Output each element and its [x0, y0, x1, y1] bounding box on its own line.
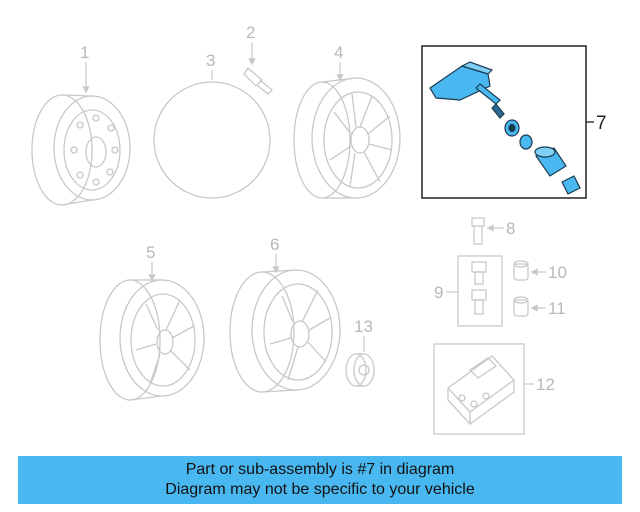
callout-3: 3 — [206, 51, 215, 70]
notice-vehicle-disclaimer: Diagram may not be specific to your vehi… — [165, 481, 475, 498]
callout-12: 12 — [536, 375, 555, 394]
part-8-lug-bolt[interactable] — [471, 217, 485, 245]
valve-cap — [561, 175, 581, 195]
part-2-valve-stem[interactable] — [243, 67, 273, 95]
part-9-wheel-lock-set[interactable] — [457, 255, 503, 327]
part-7-tpms-sensor-kit[interactable] — [421, 45, 587, 199]
notice-part-reference: Part or sub-assembly is #7 in diagram — [185, 461, 455, 478]
part-4-alloy-wheel[interactable] — [293, 77, 401, 199]
callout-1: 1 — [80, 43, 89, 62]
callout-13: 13 — [354, 317, 373, 336]
callout-6: 6 — [270, 235, 279, 254]
parts-diagram: 1 2 3 4 — [31, 23, 607, 435]
callout-7: 7 — [596, 113, 607, 134]
washer — [519, 134, 533, 150]
part-12-tool-kit[interactable] — [433, 343, 525, 435]
part-6-alloy-wheel[interactable] — [229, 269, 341, 393]
callout-5: 5 — [146, 243, 155, 262]
part-1-steel-wheel[interactable] — [31, 94, 131, 206]
part-13-center-cap[interactable] — [345, 353, 375, 387]
part-11-lug-nut[interactable] — [513, 296, 529, 317]
part-10-lug-nut[interactable] — [513, 260, 529, 281]
callout-10: 10 — [548, 263, 567, 282]
callout-11: 11 — [548, 299, 566, 318]
part-7-box — [421, 45, 587, 199]
part-3-tire[interactable] — [153, 81, 271, 199]
diagram-notice-banner: Part or sub-assembly is #7 in diagram Di… — [18, 456, 622, 504]
callout-8: 8 — [506, 219, 515, 238]
callout-2: 2 — [246, 23, 255, 42]
part-5-alloy-wheel[interactable] — [99, 279, 205, 401]
valve-stem-tip — [491, 103, 505, 119]
callout-4: 4 — [334, 43, 343, 62]
callout-9: 9 — [434, 283, 443, 302]
